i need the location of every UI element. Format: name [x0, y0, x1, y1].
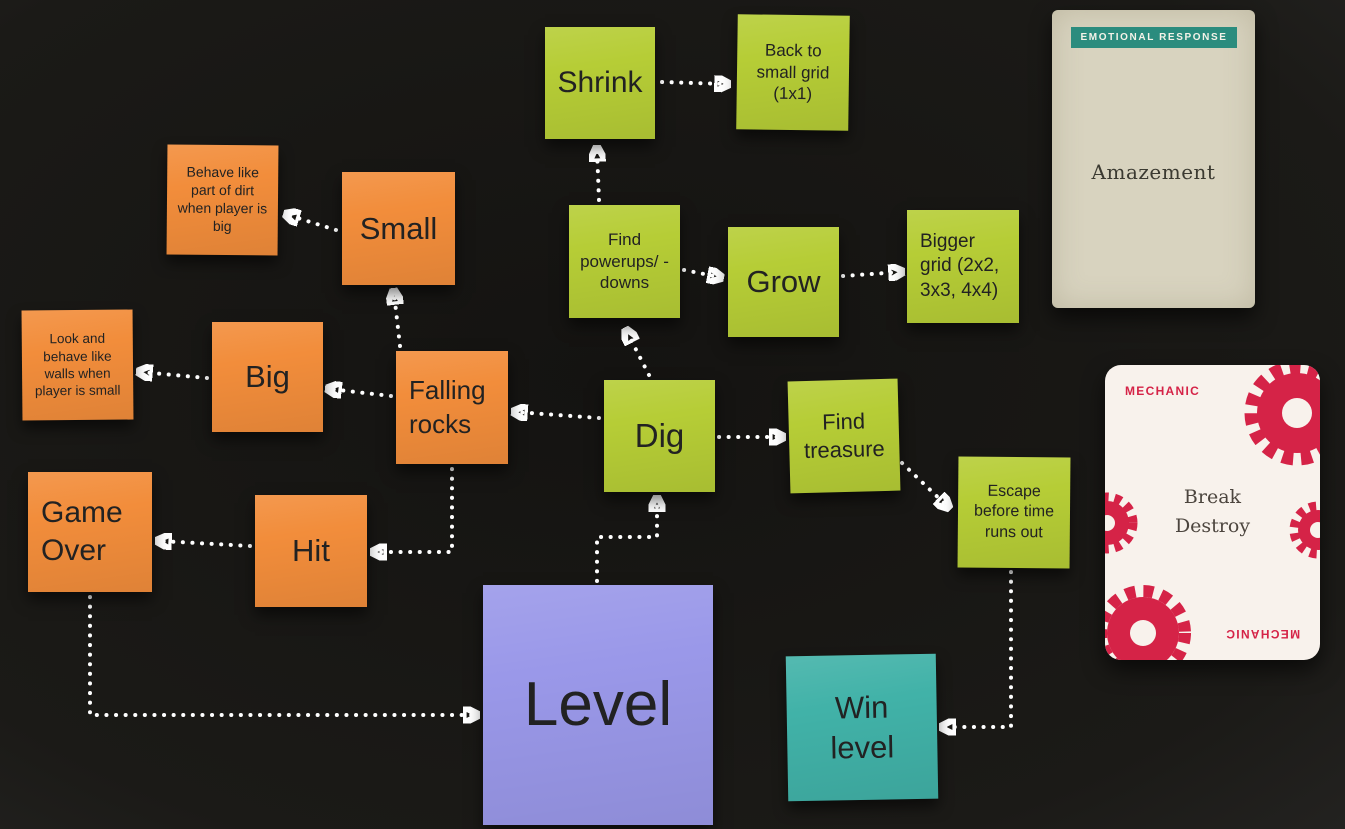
note-grow-label: Grow	[746, 264, 821, 300]
connector-dig-to-falling-rocks[interactable]	[516, 412, 601, 418]
note-back-to-small-grid[interactable]: Back to small grid (1x1)	[736, 14, 850, 131]
note-find-treasure[interactable]: Find treasure	[787, 378, 901, 494]
mechanic-card-title-line2: Destroy	[1174, 515, 1251, 538]
connector-find-powerups-to-shrink[interactable]	[597, 150, 599, 202]
note-find-treasure-label: Find treasure	[803, 408, 886, 464]
note-look-like-walls[interactable]: Look and behave like walls when player i…	[21, 309, 134, 421]
note-falling-rocks[interactable]: Falling rocks	[396, 351, 508, 464]
gear-icon	[1289, 501, 1320, 559]
note-small-label: Small	[359, 210, 438, 246]
note-shrink[interactable]: Shrink	[545, 27, 655, 139]
connector-shrink-to-back-to-small-grid[interactable]	[660, 82, 726, 84]
gear-icon	[1105, 492, 1138, 554]
mechanic-card-title-line1: Break	[1183, 486, 1242, 508]
note-hit-label: Hit	[292, 533, 330, 569]
note-dig-label: Dig	[634, 416, 685, 454]
note-bigger-grid-label: Bigger grid (2x2, 3x3, 4x4)	[920, 231, 1000, 301]
connector-dig-to-find-powerups[interactable]	[627, 332, 651, 377]
note-falling-rocks-label: Falling rocks	[409, 375, 486, 439]
connector-small-to-behave-like-dirt[interactable]	[288, 215, 338, 232]
note-behave-like-dirt[interactable]: Behave like part of dirt when player is …	[166, 144, 279, 256]
note-dig[interactable]: Dig	[604, 380, 715, 492]
connector-find-treasure-to-escape[interactable]	[900, 461, 947, 506]
connector-falling-rocks-to-small[interactable]	[394, 293, 400, 348]
mechanic-card-category-top: MECHANIC	[1125, 384, 1201, 398]
note-win-level[interactable]: Win level	[785, 653, 939, 802]
note-level[interactable]: Level	[483, 585, 713, 825]
connector-falling-rocks-to-big[interactable]	[330, 389, 393, 396]
note-look-like-walls-label: Look and behave like walls when player i…	[34, 331, 121, 399]
gear-icon	[1105, 585, 1191, 660]
note-escape-before-time-label: Escape before time runs out	[973, 482, 1055, 541]
emotional-response-card-header-label: EMOTIONAL RESPONSE	[1080, 32, 1228, 43]
mechanic-card-title: Break Destroy	[1105, 483, 1320, 542]
gear-decoration-icons	[1105, 365, 1320, 660]
connector-game-over-to-level[interactable]	[88, 595, 475, 715]
note-win-level-label: Win level	[830, 689, 895, 766]
note-behave-like-dirt-label: Behave like part of dirt when player is …	[177, 163, 268, 234]
emotional-response-card-title: Amazement	[1091, 160, 1216, 184]
note-escape-before-time[interactable]: Escape before time runs out	[957, 456, 1071, 569]
note-small[interactable]: Small	[342, 172, 455, 285]
gear-icon	[1244, 365, 1320, 466]
note-back-to-small-grid-label: Back to small grid (1x1)	[756, 40, 830, 104]
note-level-label: Level	[523, 670, 673, 740]
note-big-label: Big	[245, 359, 290, 395]
connector-big-to-look-like-walls[interactable]	[141, 372, 209, 378]
connector-find-powerups-to-grow[interactable]	[682, 270, 719, 277]
note-game-over-label: Game Over	[41, 495, 123, 567]
note-game-over[interactable]: Game Over	[28, 472, 152, 592]
note-find-powerups[interactable]: Find powerups/ -downs	[569, 205, 680, 318]
note-hit[interactable]: Hit	[255, 495, 367, 607]
mechanic-card[interactable]: MECHANIC Break Destroy MECHANIC	[1105, 365, 1320, 660]
mechanic-card-category-bottom: MECHANIC	[1224, 627, 1300, 641]
connector-level-to-dig[interactable]	[595, 500, 657, 583]
note-shrink-label: Shrink	[557, 65, 643, 99]
emotional-response-card-header: EMOTIONAL RESPONSE	[1071, 27, 1237, 48]
note-bigger-grid[interactable]: Bigger grid (2x2, 3x3, 4x4)	[907, 210, 1019, 323]
note-big[interactable]: Big	[212, 322, 323, 432]
connector-grow-to-bigger-grid[interactable]	[841, 272, 900, 276]
connector-escape-to-win-level[interactable]	[944, 570, 1013, 727]
note-find-powerups-label: Find powerups/ -downs	[580, 229, 669, 293]
note-grow[interactable]: Grow	[728, 227, 839, 337]
connector-hit-to-game-over[interactable]	[160, 541, 252, 546]
emotional-response-card[interactable]: EMOTIONAL RESPONSE Amazement	[1052, 10, 1255, 308]
connector-falling-rocks-to-hit[interactable]	[375, 467, 454, 552]
